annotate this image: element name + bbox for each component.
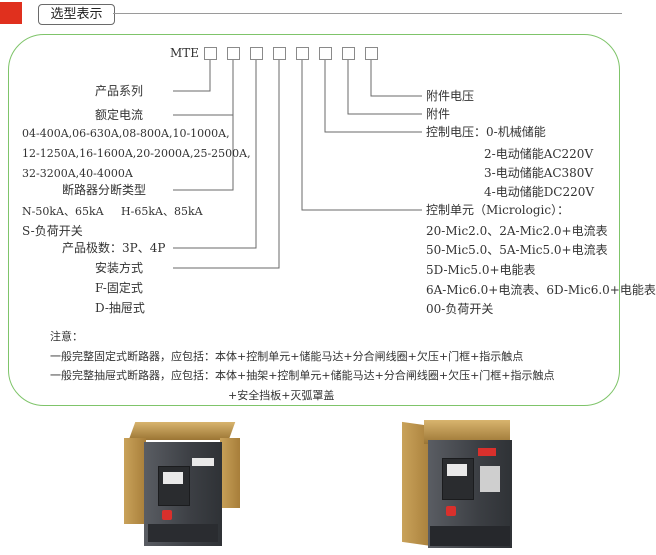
control-unit-1: 20-Mic2.0、2A-Mic2.0+电流表 [426, 224, 608, 238]
code-box-1 [204, 47, 217, 60]
section-title: 选型表示 [38, 4, 115, 25]
code-box-5 [296, 47, 309, 60]
code-box-3 [250, 47, 263, 60]
breaking-options: N-50kA、65kA H-65kA、85kA [22, 205, 203, 218]
control-unit-5: 00-负荷开关 [426, 302, 494, 316]
header-divider [113, 13, 622, 14]
label-control-unit: 控制单元（Micrologic）： [426, 203, 570, 217]
install-drawout: D-抽屉式 [95, 301, 145, 315]
current-options-2: 12-1250A,16-1600A,20-2000A,25-2500A, [22, 147, 251, 160]
fixed-breaker-image [118, 418, 248, 548]
control-unit-4: 6A-Mic6.0+电流表、6D-Mic6.0+电能表 [426, 283, 656, 297]
notes-line-2: 一般完整抽屉式断路器，应包括：本体+抽架+控制单元+储能马达+分合闸线圈+欠压+… [50, 369, 555, 382]
install-fixed: F-固定式 [95, 281, 143, 295]
line-current [173, 60, 234, 116]
label-series: 产品系列 [95, 84, 144, 98]
line-series [173, 60, 211, 92]
label-accessory-voltage: 附件电压 [426, 89, 475, 103]
code-box-4 [273, 47, 286, 60]
line-accessory-voltage [370, 60, 422, 97]
line-breaking [173, 115, 234, 191]
code-box-8 [365, 47, 378, 60]
control-voltage-4: 4-电动储能DC220V [484, 185, 595, 199]
label-rated-current: 额定电流 [95, 108, 144, 122]
control-voltage-2: 2-电动储能AC220V [484, 147, 594, 161]
code-box-2 [227, 47, 240, 60]
label-accessory: 附件 [426, 107, 451, 121]
connector-lines [173, 60, 422, 269]
code-box-7 [342, 47, 355, 60]
code-box-6 [319, 47, 332, 60]
load-switch-option: S-负荷开关 [22, 224, 83, 238]
current-options-1: 04-400A,06-630A,08-800A,10-1000A, [22, 127, 230, 140]
model-prefix: MTE [170, 46, 200, 60]
control-unit-3: 5D-Mic5.0+电能表 [426, 263, 536, 277]
line-poles [173, 60, 257, 249]
current-options-3: 32-3200A,40-4000A [22, 167, 133, 180]
label-breaking-type: 断路器分断类型 [62, 183, 147, 197]
label-control-voltage: 控制电压：0-机械储能 [426, 125, 546, 139]
control-voltage-3: 3-电动储能AC380V [484, 166, 594, 180]
notes-line-1: 一般完整固定式断路器，应包括：本体+控制单元+储能马达+分合闸线圈+欠压+门框+… [50, 350, 524, 363]
line-control-unit [301, 60, 422, 211]
notes-title: 注意： [50, 330, 83, 343]
notes-line-3: +安全挡板+灭弧罩盖 [228, 389, 335, 402]
control-unit-2: 50-Mic5.0、5A-Mic5.0+电流表 [426, 243, 608, 257]
line-control-voltage [324, 60, 422, 133]
label-poles: 产品极数：3P、4P [62, 241, 166, 255]
selection-frame [8, 34, 620, 406]
header-marker [0, 2, 22, 24]
line-install [173, 60, 280, 269]
drawout-breaker-image [392, 418, 522, 550]
line-accessory [347, 60, 422, 115]
label-install: 安装方式 [95, 261, 144, 275]
